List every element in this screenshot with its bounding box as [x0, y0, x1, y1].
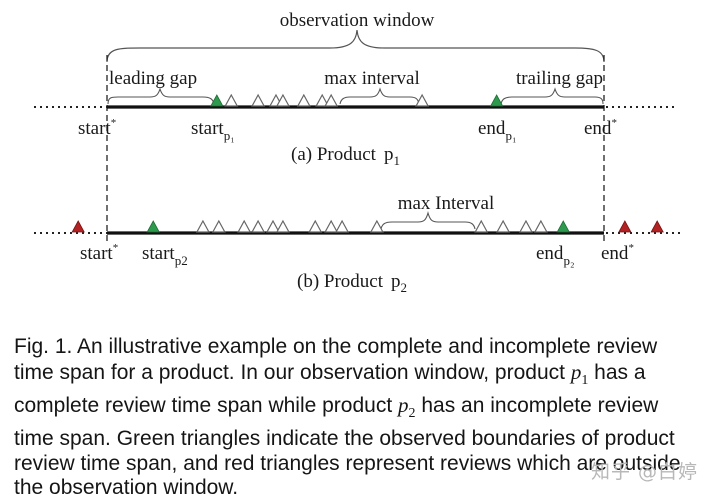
red-triangle-marker — [71, 220, 85, 233]
start-p2-label: startp2 — [142, 243, 188, 268]
red-triangle-marker — [650, 220, 664, 233]
panel-a-markers — [210, 93, 504, 107]
observation-window-brace — [106, 29, 605, 63]
leading-gap-label: leading gap — [109, 68, 197, 89]
end-star-label: end* — [584, 117, 617, 139]
hollow-triangle-marker — [296, 93, 311, 107]
figure-caption: Fig. 1. An illustrative example on the c… — [14, 335, 714, 501]
hollow-triangle-marker — [315, 93, 330, 107]
hollow-triangle-marker — [265, 219, 281, 233]
panel-a: leading gap max interval trailing gap st… — [34, 68, 678, 168]
hollow-triangle-marker — [324, 93, 339, 107]
caption-line: time span. Green triangles indicate the … — [14, 427, 675, 451]
start-star-label-b: start* — [80, 242, 118, 264]
caption-line: complete review time span while product … — [14, 393, 659, 422]
caption-line: review time span, and red triangles repr… — [14, 451, 681, 475]
hollow-triangle-marker — [211, 219, 226, 233]
end-p2-label: endp₂ — [536, 243, 574, 268]
hollow-triangle-marker — [369, 219, 384, 233]
green-triangle-marker — [146, 220, 160, 233]
end-star-label-b: end* — [601, 242, 634, 264]
leading-gap-brace — [107, 87, 215, 105]
max-interval-brace-b — [380, 210, 476, 230]
hollow-triangle-marker — [237, 219, 252, 233]
review-timespan-diagram: observation window leading gap max inter… — [34, 10, 680, 295]
hollow-triangle-marker — [308, 219, 323, 233]
hollow-triangle-marker — [518, 219, 533, 233]
trailing-gap-label: trailing gap — [516, 68, 603, 89]
observation-window-label: observation window — [280, 10, 435, 31]
green-triangle-marker — [489, 94, 504, 107]
hollow-triangle-marker — [415, 93, 430, 107]
caption-line: time span for a product. In our observat… — [14, 359, 646, 388]
trailing-gap-brace — [500, 87, 604, 105]
hollow-triangle-marker — [275, 219, 290, 233]
panel-b: max Interval start* startp2 endp₂ end* (… — [34, 193, 680, 295]
caption-line: the observation window. — [14, 476, 239, 500]
start-p1-label: startp₁ — [191, 118, 235, 143]
hollow-triangle-marker — [335, 219, 350, 233]
hollow-triangle-marker — [275, 93, 290, 107]
end-p1-label: endp₁ — [478, 118, 516, 143]
hollow-triangle-marker — [251, 93, 266, 107]
hollow-triangle-marker — [474, 219, 489, 233]
watermark: 知乎 @白婷 — [591, 461, 699, 483]
math-variable: p1 — [570, 359, 589, 388]
max-interval-label-b: max Interval — [398, 193, 495, 214]
hollow-triangle-marker — [251, 219, 266, 233]
caption-line: Fig. 1. An illustrative example on the c… — [14, 335, 658, 358]
start-star-label: start* — [78, 117, 116, 139]
hollow-triangle-marker — [224, 93, 239, 107]
math-variable: p2 — [398, 393, 416, 422]
red-triangle-marker — [618, 220, 632, 233]
hollow-triangle-marker — [496, 219, 511, 233]
max-interval-label: max interval — [324, 68, 420, 89]
green-triangle-marker — [210, 94, 224, 107]
hollow-triangle-marker — [195, 219, 210, 233]
panel-b-markers — [71, 219, 664, 233]
hollow-triangle-marker — [533, 219, 548, 233]
max-interval-brace — [339, 87, 420, 105]
hollow-triangle-marker — [324, 219, 339, 233]
green-triangle-marker — [556, 220, 570, 233]
